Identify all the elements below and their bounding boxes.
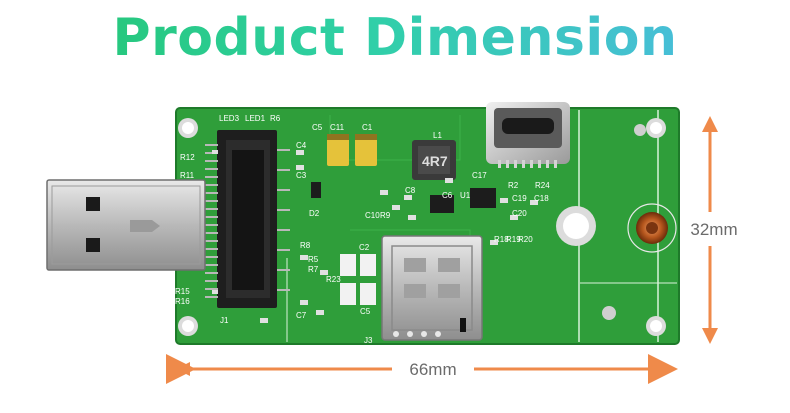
- mounting-hole: [646, 118, 666, 138]
- label-r12: R12: [180, 153, 195, 162]
- label-r9: R9: [380, 211, 391, 220]
- mounting-hole: [646, 316, 666, 336]
- label-r19: R19: [506, 235, 521, 244]
- label-c8: C8: [405, 186, 416, 195]
- mounting-hole-large: [556, 206, 596, 246]
- label-j3: J3: [364, 336, 373, 345]
- label-led1: LED1: [245, 114, 266, 123]
- m2-socket: [205, 130, 290, 308]
- label-r11: R11: [180, 171, 195, 180]
- width-dimension-arrow: [166, 354, 678, 384]
- label-u1: U1: [460, 191, 471, 200]
- label-c2: C2: [359, 243, 370, 252]
- label-c1: C1: [362, 123, 373, 132]
- label-r5: R5: [308, 255, 319, 264]
- capacitor-c1: [355, 134, 377, 166]
- mounting-hole: [178, 118, 198, 138]
- page-title: Product Dimension: [0, 8, 790, 68]
- height-label: 32mm: [690, 220, 737, 239]
- label-inductor-value: 4R7: [422, 153, 448, 169]
- mounting-hole: [178, 316, 198, 336]
- label-r20: R20: [518, 235, 533, 244]
- label-c11: C11: [330, 123, 345, 132]
- capacitor-c2: [340, 254, 376, 276]
- label-l1: L1: [433, 131, 442, 140]
- usb-plug-window: [86, 238, 100, 252]
- ic-u1: [430, 195, 454, 213]
- label-r6: R6: [270, 114, 281, 123]
- usb-a-plug: [46, 179, 206, 271]
- label-d2: D2: [309, 209, 320, 218]
- label-j1: J1: [220, 316, 229, 325]
- sim-card-slot: [381, 235, 483, 341]
- label-c10: C10: [365, 211, 380, 220]
- label-r23: R23: [326, 275, 341, 284]
- label-c5: C5: [360, 307, 371, 316]
- label-r8: R8: [300, 241, 311, 250]
- label-r24: R24: [535, 181, 550, 190]
- label-c6: C6: [442, 191, 453, 200]
- width-label: 66mm: [409, 360, 456, 379]
- label-c19: C19: [512, 194, 527, 203]
- usb-c-port: [486, 102, 570, 168]
- diode-d2: [311, 182, 321, 198]
- label-r15: R15: [175, 287, 190, 296]
- ic-u2: [470, 188, 496, 208]
- label-c18: C18: [534, 194, 549, 203]
- label-c7: C7: [296, 311, 307, 320]
- pcb-board: LED3 LED1 R6 C5 C11 C1 C4 C3 L1 C6 U1 C1…: [175, 102, 680, 345]
- label-r7: R7: [308, 265, 319, 274]
- height-dimension-arrow: [702, 116, 718, 344]
- label-c5-top: C5: [312, 123, 323, 132]
- label-r18: R18: [494, 235, 509, 244]
- label-c17: C17: [472, 171, 487, 180]
- capacitor-c5: [340, 283, 376, 305]
- capacitor-c11: [327, 134, 349, 166]
- label-c20: C20: [512, 209, 527, 218]
- label-c3: C3: [296, 171, 307, 180]
- usb-plug-window: [86, 197, 100, 211]
- label-led3: LED3: [219, 114, 240, 123]
- label-r2: R2: [508, 181, 519, 190]
- label-c4: C4: [296, 141, 307, 150]
- inductor: [412, 140, 456, 180]
- label-r16: R16: [175, 297, 190, 306]
- copper-standoff: [627, 203, 677, 253]
